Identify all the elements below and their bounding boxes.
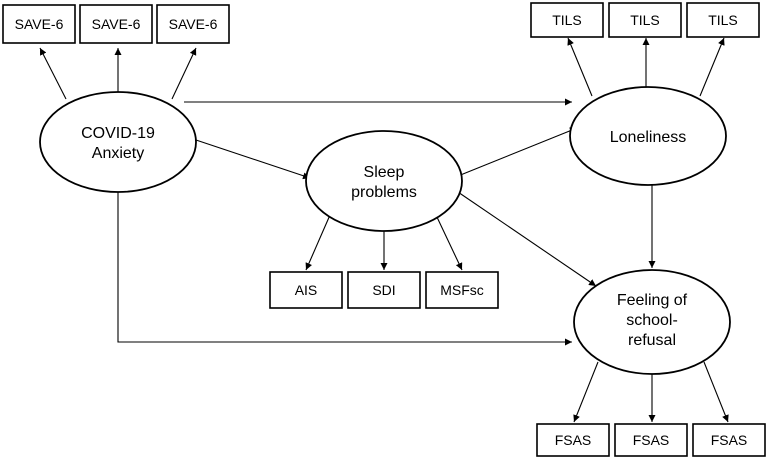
edge-sleep-to-loneliness	[457, 127, 578, 177]
latent-feeling-of-school-refusal: Feeling of school- refusal	[573, 269, 731, 375]
svg-text:COVID-19: COVID-19	[81, 125, 155, 142]
latent-sleep-problems: Sleep problems	[305, 130, 463, 232]
edge-refusal-to-fsas-1	[573, 361, 599, 423]
indicator-save-6-2: SAVE-6	[79, 4, 153, 44]
edge-sleep-to-ais	[305, 214, 331, 271]
svg-text:FSAS: FSAS	[711, 432, 748, 448]
svg-text:Sleep: Sleep	[364, 164, 405, 181]
svg-text:Anxiety: Anxiety	[92, 145, 144, 162]
svg-text:SAVE-6: SAVE-6	[92, 16, 141, 32]
indicator-fsas-2: FSAS	[614, 423, 688, 457]
edge-covid-to-refusal	[117, 192, 572, 346]
indicator-save-6-1: SAVE-6	[2, 4, 76, 44]
svg-text:TILS: TILS	[630, 12, 660, 28]
indicator-tils-3: TILS	[686, 2, 760, 38]
svg-text:FSAS: FSAS	[633, 432, 670, 448]
latent-loneliness: Loneliness	[569, 86, 727, 186]
edge-sleep-to-refusal	[454, 189, 597, 287]
svg-text:SAVE-6: SAVE-6	[15, 16, 64, 32]
edge-covid-to-sleep	[189, 137, 311, 180]
svg-text:SDI: SDI	[372, 282, 395, 298]
indicator-ais: AIS	[269, 271, 343, 309]
latent-covid-19-anxiety: COVID-19 Anxiety	[39, 91, 197, 193]
svg-text:TILS: TILS	[708, 12, 738, 28]
svg-text:TILS: TILS	[552, 12, 582, 28]
edge-refusal-to-fsas-3	[703, 361, 729, 423]
indicator-sdi: SDI	[347, 271, 421, 309]
indicator-tils-1: TILS	[530, 2, 604, 38]
edge-covid-to-save-3	[171, 47, 197, 100]
svg-text:MSFsc: MSFsc	[440, 282, 484, 298]
svg-text:Feeling of: Feeling of	[617, 292, 688, 309]
svg-text:FSAS: FSAS	[555, 432, 592, 448]
edge-loneliness-to-tils-1	[567, 37, 593, 97]
svg-text:Loneliness: Loneliness	[610, 129, 687, 146]
indicator-fsas-1: FSAS	[536, 423, 610, 457]
svg-text:AIS: AIS	[295, 282, 318, 298]
indicator-msfsc: MSFsc	[425, 271, 499, 309]
svg-text:SAVE-6: SAVE-6	[169, 16, 218, 32]
indicator-fsas-3: FSAS	[692, 423, 766, 457]
edge-loneliness-to-tils-3	[699, 37, 725, 97]
svg-text:refusal: refusal	[628, 332, 676, 349]
svg-text:school-: school-	[626, 312, 678, 329]
svg-text:problems: problems	[351, 184, 417, 201]
indicator-save-6-3: SAVE-6	[156, 4, 230, 44]
indicator-tils-2: TILS	[608, 2, 682, 38]
edge-covid-to-save-1	[39, 47, 67, 100]
edge-sleep-to-msfsc	[435, 214, 463, 271]
